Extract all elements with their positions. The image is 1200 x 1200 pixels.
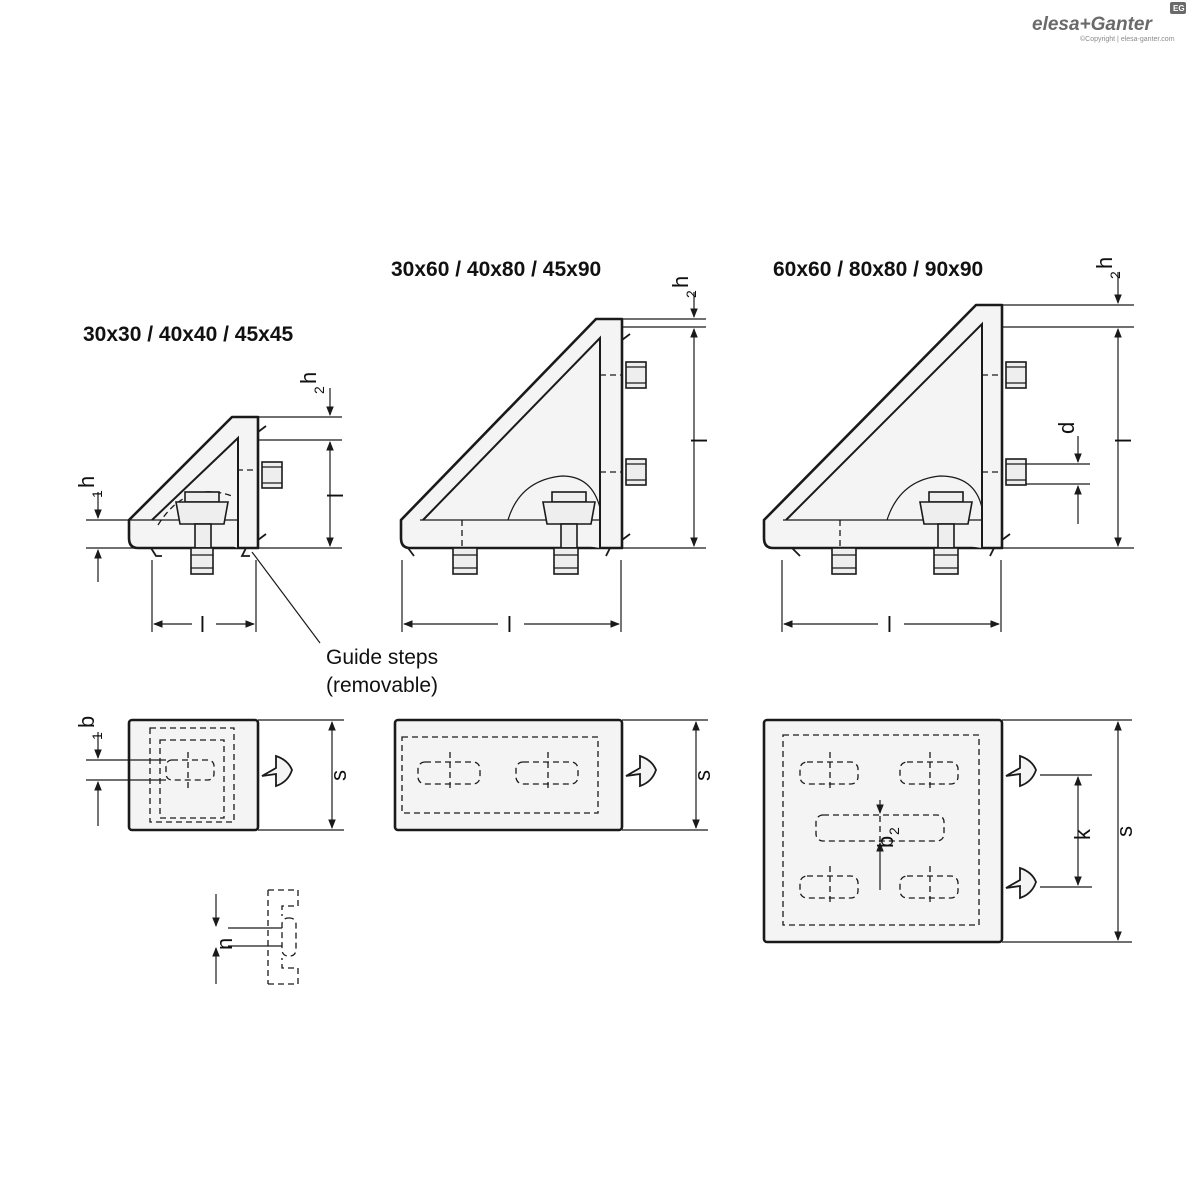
large-screw-bottom-left — [831, 547, 857, 575]
small-size-title: 30x30 / 40x40 / 45x45 — [83, 323, 294, 346]
small-t-nut — [261, 754, 293, 788]
b2-label: b — [873, 836, 898, 848]
h2-label-medium: h — [668, 276, 693, 288]
brand-name: elesa+Ganter — [1032, 14, 1153, 35]
large-screw-top — [1005, 361, 1027, 389]
small-screw-side — [261, 461, 283, 489]
medium-screw-mid — [625, 458, 647, 486]
s-label-large: s — [1112, 826, 1137, 837]
small-nut — [184, 491, 220, 503]
s-label-small: s — [326, 770, 351, 781]
large-top-view: b 2 k s — [762, 718, 1137, 944]
medium-top-view: s — [393, 718, 715, 832]
l-label-small-vertical: l — [323, 493, 348, 498]
l-label-small-horizontal: l — [200, 612, 205, 637]
large-screw-mid — [1005, 458, 1027, 486]
medium-screw-top — [625, 361, 647, 389]
svg-text:1: 1 — [89, 490, 105, 498]
medium-size-title: 30x60 / 40x80 / 45x90 — [391, 258, 601, 281]
guide-steps-note-sub: (removable) — [326, 674, 438, 697]
medium-top-plate — [393, 718, 624, 832]
n-label: n — [212, 938, 237, 950]
small-screw-bottom — [190, 547, 214, 575]
h2-label-small: h — [296, 372, 321, 384]
large-side-view: h 2 l d l — [762, 257, 1136, 637]
large-screw-bottom-right — [933, 547, 959, 575]
badge-icon — [1170, 2, 1186, 14]
medium-side-view: h 2 l l — [399, 276, 712, 637]
copyright-text: ©Copyright | elesa-ganter.com — [1080, 35, 1175, 43]
medium-screw-bottom-right — [553, 547, 579, 575]
large-t-nut-bottom — [1005, 866, 1037, 900]
t-nut-detail: n — [212, 889, 299, 985]
s-label-medium: s — [690, 770, 715, 781]
l-label-medium-vertical: l — [687, 438, 712, 443]
small-top-plate — [127, 718, 260, 832]
l-label-medium-horizontal: l — [507, 612, 512, 637]
guide-steps-note: Guide steps — [326, 646, 438, 669]
svg-text:2: 2 — [683, 290, 699, 298]
medium-screw-bottom-left — [452, 547, 478, 575]
guide-steps-leader — [251, 551, 321, 644]
svg-text:2: 2 — [311, 386, 327, 394]
svg-text:1: 1 — [89, 732, 105, 740]
h2-label-large: h — [1092, 257, 1117, 269]
l-label-large-horizontal: l — [887, 612, 892, 637]
d-label: d — [1054, 422, 1079, 434]
h1-label: h — [74, 476, 99, 488]
large-t-nut-top — [1005, 754, 1037, 788]
badge-text: EG — [1173, 4, 1185, 13]
svg-text:2: 2 — [886, 827, 902, 835]
l-label-large-vertical: l — [1111, 438, 1136, 443]
medium-t-nut — [625, 754, 657, 788]
b1-label: b — [74, 716, 99, 728]
large-size-title: 60x60 / 80x80 / 90x90 — [773, 258, 983, 281]
svg-text:2: 2 — [1107, 271, 1123, 279]
k-label: k — [1070, 828, 1095, 840]
small-top-view: b 1 s — [74, 716, 351, 832]
small-side-view: h 2 l h 1 l — [74, 372, 348, 637]
brand-logo: elesa+Ganter EG ©Copyright | elesa-gante… — [1032, 2, 1186, 43]
large-top-plate — [762, 718, 1004, 944]
